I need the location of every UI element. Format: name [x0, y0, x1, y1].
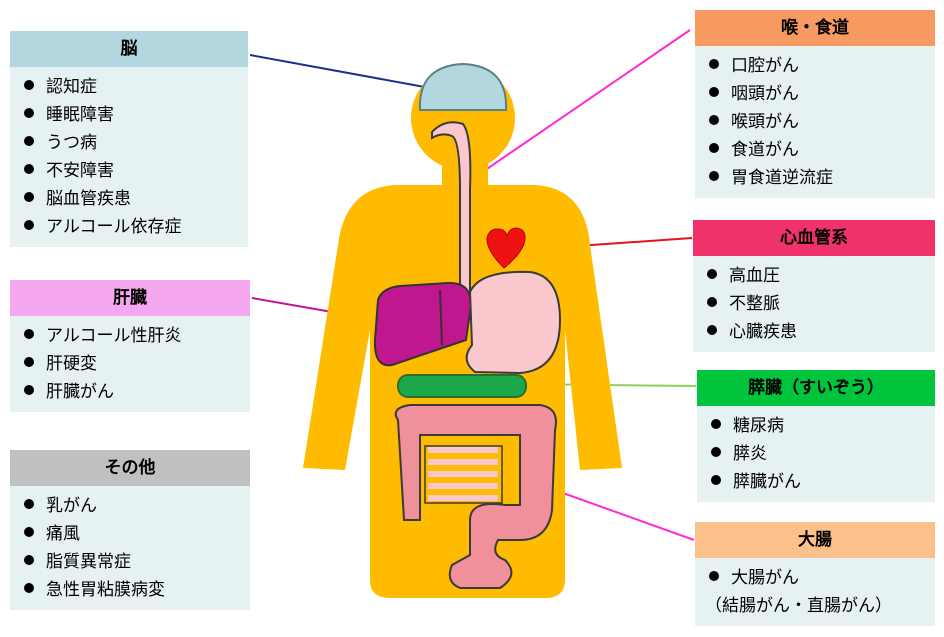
liver-shape — [373, 281, 472, 367]
bullet-icon — [24, 357, 34, 367]
pancreas-shape — [397, 374, 527, 398]
bullet-icon — [707, 269, 717, 279]
bullet-icon — [24, 192, 34, 202]
bullet-icon — [24, 108, 34, 118]
bullet-icon — [709, 143, 719, 153]
bullet-icon — [24, 80, 34, 90]
list-item: 食道がん — [695, 136, 935, 164]
heart-box: 心血管系 高血圧 不整脈 心臓疾患 — [693, 220, 935, 352]
list-item: 膵炎 — [697, 440, 935, 468]
small-intestine-shape — [428, 447, 498, 501]
list-item: アルコール性肝炎 — [10, 322, 250, 350]
list-item: 糖尿病 — [697, 412, 935, 440]
heart-shape — [486, 227, 526, 269]
pancreas-header: 膵臓（すいぞう） — [697, 370, 935, 406]
brain-list: 認知症 睡眠障害 うつ病 不安障害 脳血管疾患 アルコール依存症 — [10, 67, 248, 247]
brain-header: 脳 — [10, 31, 248, 67]
colon-shape — [394, 404, 557, 589]
list-item: 心臓疾患 — [693, 318, 935, 346]
liver-box: 肝臓 アルコール性肝炎 肝硬変 肝臓がん — [10, 280, 250, 412]
heart-list: 高血圧 不整脈 心臓疾患 — [693, 256, 935, 352]
bullet-icon — [709, 115, 719, 125]
throat-header: 喉・食道 — [695, 10, 935, 46]
list-item: 乳がん — [10, 492, 250, 520]
list-item: 痛風 — [10, 520, 250, 548]
colon-note: （結腸がん・直腸がん） — [705, 596, 892, 616]
bullet-icon — [709, 171, 719, 181]
throat-connector-line — [477, 29, 691, 176]
bullet-icon — [707, 325, 717, 335]
liver-header: 肝臓 — [10, 280, 250, 316]
list-item: 口腔がん — [695, 52, 935, 80]
bullet-icon — [707, 297, 717, 307]
list-item: 高血圧 — [693, 262, 935, 290]
list-item: うつ病 — [10, 129, 248, 157]
list-item: 脳血管疾患 — [10, 185, 248, 213]
throat-list: 口腔がん 咽頭がん 喉頭がん 食道がん 胃食道逆流症 — [695, 46, 935, 198]
bullet-icon — [24, 220, 34, 230]
bullet-icon — [709, 571, 719, 581]
brain-connector-line — [249, 54, 431, 89]
list-item: 脂質異常症 — [10, 548, 250, 576]
colon-list: 大腸がん （結腸がん・直腸がん） — [695, 558, 935, 626]
bullet-icon — [24, 583, 34, 593]
bullet-icon — [711, 419, 721, 429]
small-intestine-outline — [424, 445, 503, 504]
liver-lobe-line — [439, 289, 443, 346]
list-item: 肝硬変 — [10, 350, 250, 378]
bullet-icon — [709, 59, 719, 69]
list-item: アルコール依存症 — [10, 213, 248, 241]
bullet-icon — [24, 329, 34, 339]
list-item: 急性胃粘膜病変 — [10, 576, 250, 604]
pancreas-list: 糖尿病 膵炎 膵臓がん — [697, 406, 935, 502]
bullet-icon — [711, 475, 721, 485]
bullet-icon — [24, 527, 34, 537]
list-item: 膵臓がん — [697, 468, 935, 496]
stomach-shape — [465, 270, 562, 375]
list-item: 不安障害 — [10, 157, 248, 185]
list-item: 咽頭がん — [695, 80, 935, 108]
bullet-icon — [24, 555, 34, 565]
list-item: 胃食道逆流症 — [695, 164, 935, 192]
list-item: 肝臓がん — [10, 378, 250, 406]
colon-box: 大腸 大腸がん （結腸がん・直腸がん） — [695, 522, 935, 626]
other-header: その他 — [10, 450, 250, 486]
list-item: 睡眠障害 — [10, 101, 248, 129]
brain-shape — [418, 62, 508, 111]
liver-list: アルコール性肝炎 肝硬変 肝臓がん — [10, 316, 250, 412]
list-item: 喉頭がん — [695, 108, 935, 136]
brain-box: 脳 認知症 睡眠障害 うつ病 不安障害 脳血管疾患 アルコール依存症 — [10, 31, 248, 247]
bullet-icon — [709, 87, 719, 97]
bullet-icon — [24, 136, 34, 146]
list-item: 認知症 — [10, 73, 248, 101]
other-list: 乳がん 痛風 脂質異常症 急性胃粘膜病変 — [10, 486, 250, 610]
other-box: その他 乳がん 痛風 脂質異常症 急性胃粘膜病変 — [10, 450, 250, 610]
bullet-icon — [711, 447, 721, 457]
bullet-icon — [24, 385, 34, 395]
heart-header: 心血管系 — [693, 220, 935, 256]
bullet-icon — [24, 499, 34, 509]
pancreas-box: 膵臓（すいぞう） 糖尿病 膵炎 膵臓がん — [697, 370, 935, 502]
throat-box: 喉・食道 口腔がん 咽頭がん 喉頭がん 食道がん 胃食道逆流症 — [695, 10, 935, 198]
list-item: 不整脈 — [693, 290, 935, 318]
list-item: 大腸がん — [695, 564, 935, 592]
colon-header: 大腸 — [695, 522, 935, 558]
bullet-icon — [24, 164, 34, 174]
